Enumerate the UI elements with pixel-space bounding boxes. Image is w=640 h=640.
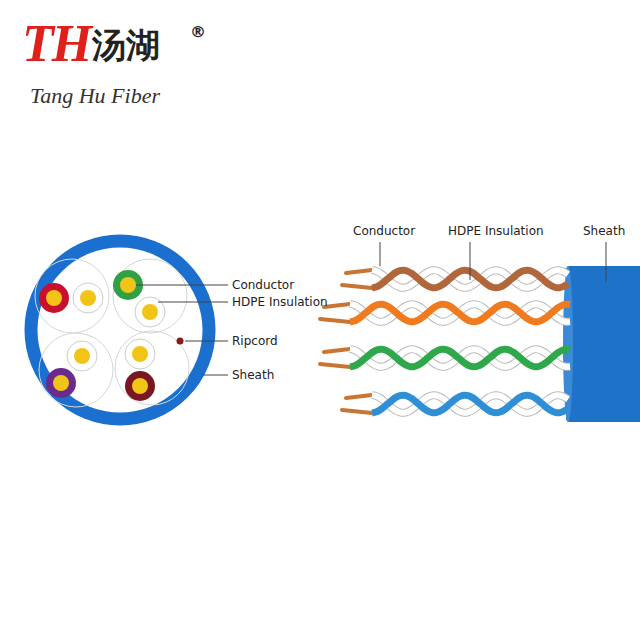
sheath-ring	[31, 241, 209, 419]
copper-conductor	[346, 270, 372, 273]
colored-strand	[350, 304, 570, 322]
insulation	[46, 368, 76, 398]
white-strand-edge	[372, 395, 568, 413]
leader-line	[380, 242, 381, 266]
conductor	[132, 346, 148, 362]
colored-strand	[372, 395, 568, 413]
white-strand	[350, 349, 570, 367]
ripcord	[177, 338, 184, 345]
part-label: Ripcord	[232, 334, 278, 348]
white-strand-edge	[350, 349, 570, 367]
pair-outline	[113, 259, 187, 333]
part-label: Conductor	[353, 224, 415, 238]
copper-conductor	[324, 304, 350, 307]
leader-line	[606, 242, 607, 282]
insulation	[73, 283, 103, 313]
brand-name: 汤湖	[92, 28, 160, 62]
white-strand	[372, 395, 568, 413]
leader-line	[185, 341, 228, 342]
insulation	[125, 339, 155, 369]
copper-conductor	[342, 410, 372, 413]
copper-conductor	[320, 364, 350, 367]
conductor	[46, 290, 62, 306]
copper-conductor	[320, 319, 350, 322]
brand-subtitle: Tang Hu Fiber	[30, 84, 160, 108]
conductor	[53, 375, 69, 391]
conductor	[120, 277, 136, 293]
part-label: Conductor	[232, 278, 294, 292]
conductor	[80, 290, 96, 306]
copper-conductor	[324, 349, 350, 352]
part-label: Sheath	[232, 368, 274, 382]
copper-conductor	[346, 395, 372, 398]
part-label: HDPE Insulation	[232, 295, 328, 309]
leader-line	[203, 375, 228, 376]
pair-outline	[115, 331, 189, 405]
insulation	[125, 371, 155, 401]
insulation	[39, 283, 69, 313]
copper-conductor	[342, 285, 372, 288]
colored-strand	[350, 349, 570, 367]
insulation	[67, 341, 97, 371]
white-strand	[350, 304, 570, 322]
sheath-jacket	[566, 266, 640, 422]
twisted-pairs	[320, 270, 570, 413]
leader-line	[136, 285, 228, 286]
part-label: HDPE Insulation	[448, 224, 544, 238]
side-view	[320, 242, 640, 422]
pair-outline	[39, 333, 113, 407]
conductor	[132, 378, 148, 394]
part-label: Sheath	[583, 224, 625, 238]
pair-outline	[35, 259, 109, 333]
brand-logo: TH	[22, 18, 90, 70]
leader-line	[470, 242, 471, 280]
conductor	[142, 304, 158, 320]
registered-mark: ®	[190, 24, 206, 40]
cross-section	[31, 241, 228, 419]
leader-line	[158, 302, 228, 303]
conductor	[74, 348, 90, 364]
white-strand-edge	[350, 304, 570, 322]
